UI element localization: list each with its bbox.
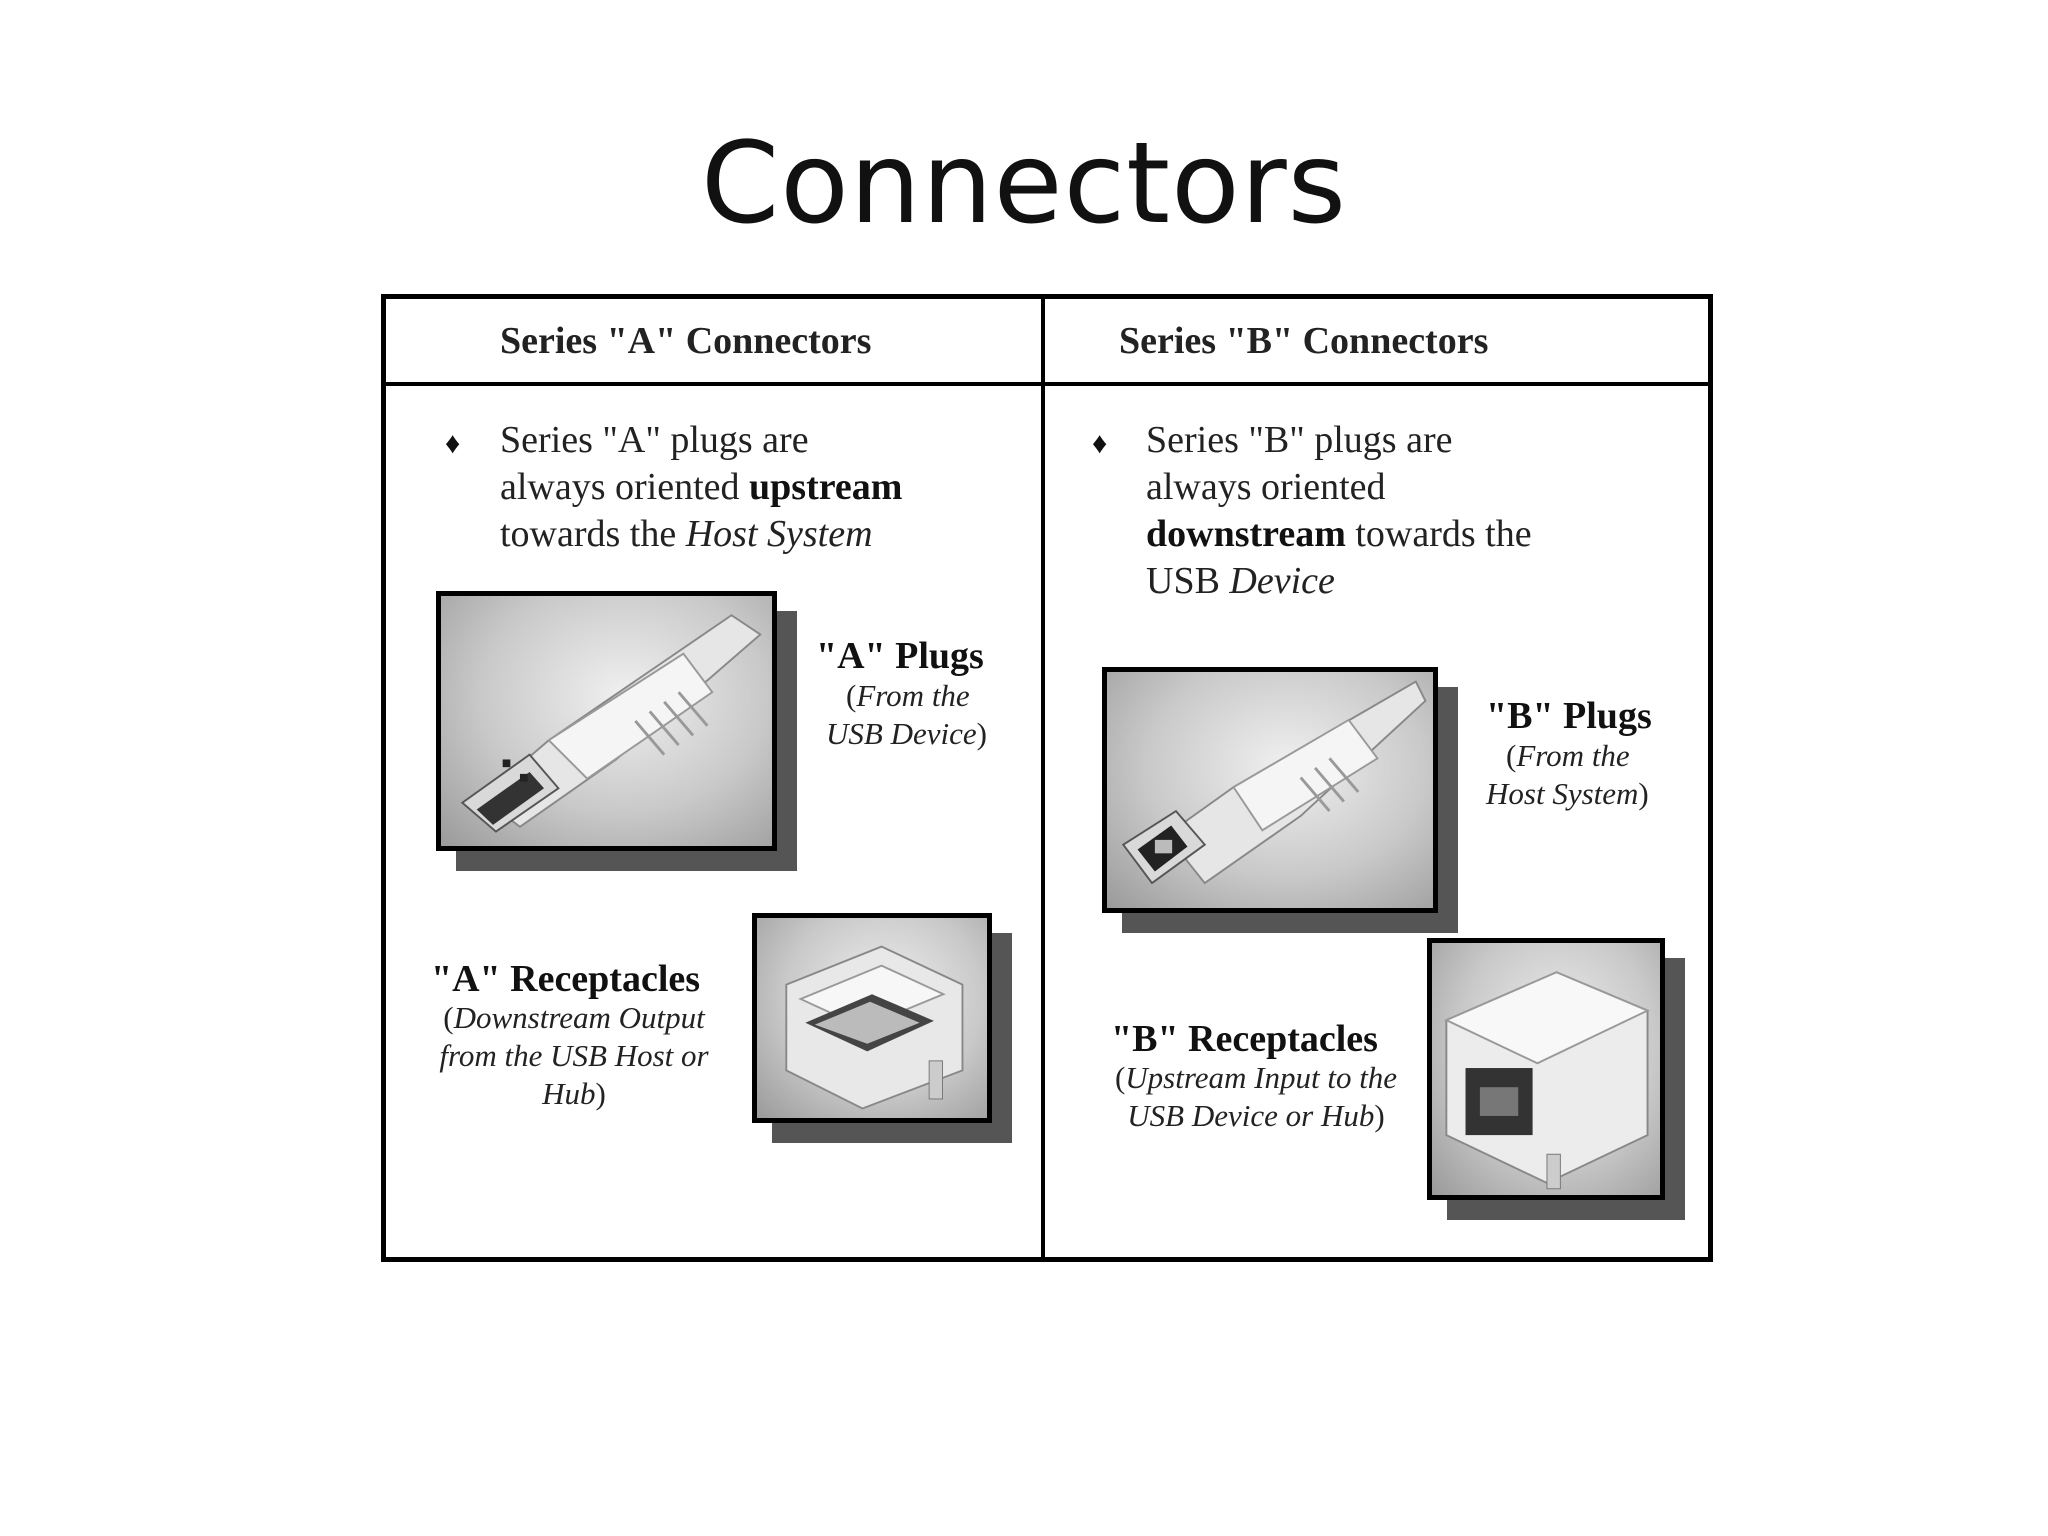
caption-text: From the (856, 678, 970, 713)
paren: ( (1114, 1060, 1126, 1095)
caption-line: from the USB Host or (439, 1038, 709, 1073)
series-a-desc-line-3: towards the Host System (500, 511, 902, 558)
b-receptacle-caption: (Upstream Input to the USB Device or Hub… (1086, 1059, 1426, 1135)
b-plug-title: "B" Plugs (1486, 695, 1652, 737)
a-receptacle-caption: (Downstream Output from the USB Host or … (424, 999, 724, 1113)
paren: ) (595, 1076, 606, 1111)
caption-line: (Upstream Input to the (1086, 1059, 1426, 1097)
caption-line: USB Device) (826, 715, 987, 753)
series-a-desc-line-2: always oriented upstream (500, 464, 902, 511)
series-b-header: Series "B" Connectors (1119, 320, 1489, 362)
a-receptacle-title: "A" Receptacles (431, 958, 701, 1000)
usb-b-plug-image (1102, 667, 1438, 913)
usb-a-receptacle-image (752, 913, 992, 1123)
caption-text: USB Device or Hub (1127, 1098, 1375, 1133)
caption-text: Downstream Output (453, 1000, 705, 1035)
connectors-figure: Series "A" Connectors ♦ Series "A" plugs… (381, 294, 1713, 1262)
caption-line: (From the (1486, 737, 1649, 775)
series-b-description: Series "B" plugs are always oriented dow… (1146, 417, 1532, 605)
caption-text: USB Device (826, 716, 977, 751)
caption-text: Hub (542, 1076, 596, 1111)
paren: ( (443, 1000, 454, 1035)
caption-text: Upstream Input to the (1125, 1060, 1398, 1095)
series-a-header: Series "A" Connectors (500, 320, 872, 362)
text-span: towards the (1345, 513, 1532, 555)
caption-text: From the (1516, 738, 1630, 773)
emphasis-host-system: Host System (685, 513, 873, 555)
paren: ) (1374, 1098, 1385, 1133)
series-b-desc-line-3: downstream towards the (1146, 511, 1532, 558)
usb-b-plug-icon (1121, 680, 1427, 885)
paren: ) (1638, 776, 1649, 811)
emphasis-upstream: upstream (749, 466, 903, 508)
caption-line: Hub) (424, 1075, 724, 1113)
usb-a-plug-image (436, 591, 777, 851)
series-a-desc-line-1: Series "A" plugs are (500, 419, 809, 461)
caption-line: (Downstream Output (424, 999, 724, 1037)
series-a-description: Series "A" plugs are always oriented ups… (500, 417, 902, 558)
series-b-desc-line-4: USB Device (1146, 558, 1532, 605)
slide-title: Connectors (700, 119, 1347, 249)
b-receptacle-title: "B" Receptacles (1111, 1018, 1378, 1060)
usb-b-receptacle-image (1427, 938, 1665, 1200)
caption-line: Host System) (1486, 775, 1649, 813)
emphasis-downstream: downstream (1146, 513, 1346, 555)
text-span: USB (1146, 560, 1230, 602)
paren: ( (846, 678, 857, 713)
b-plug-caption: (From the Host System) (1486, 737, 1649, 813)
column-divider (1041, 299, 1045, 1257)
caption-line: USB Device or Hub) (1086, 1097, 1426, 1135)
header-divider (386, 382, 1708, 386)
paren: ) (976, 716, 987, 751)
a-plug-caption: (From the USB Device) (826, 677, 987, 753)
a-plug-title: "A" Plugs (816, 635, 984, 677)
series-b-desc-line-2: always oriented (1146, 466, 1386, 508)
bullet-icon: ♦ (1092, 427, 1108, 460)
caption-text: Host System (1486, 776, 1639, 811)
paren: ( (1506, 738, 1517, 773)
text-span: towards the (500, 513, 686, 555)
usb-a-plug-icon (460, 614, 762, 833)
series-b-desc-line-1: Series "B" plugs are (1146, 419, 1453, 461)
usb-b-receptacle-icon (1444, 971, 1650, 1190)
usb-a-receptacle-icon (785, 945, 964, 1110)
bullet-icon: ♦ (445, 427, 461, 460)
text-span: always oriented (500, 466, 750, 508)
emphasis-device: Device (1229, 560, 1335, 602)
caption-line: (From the (826, 677, 987, 715)
